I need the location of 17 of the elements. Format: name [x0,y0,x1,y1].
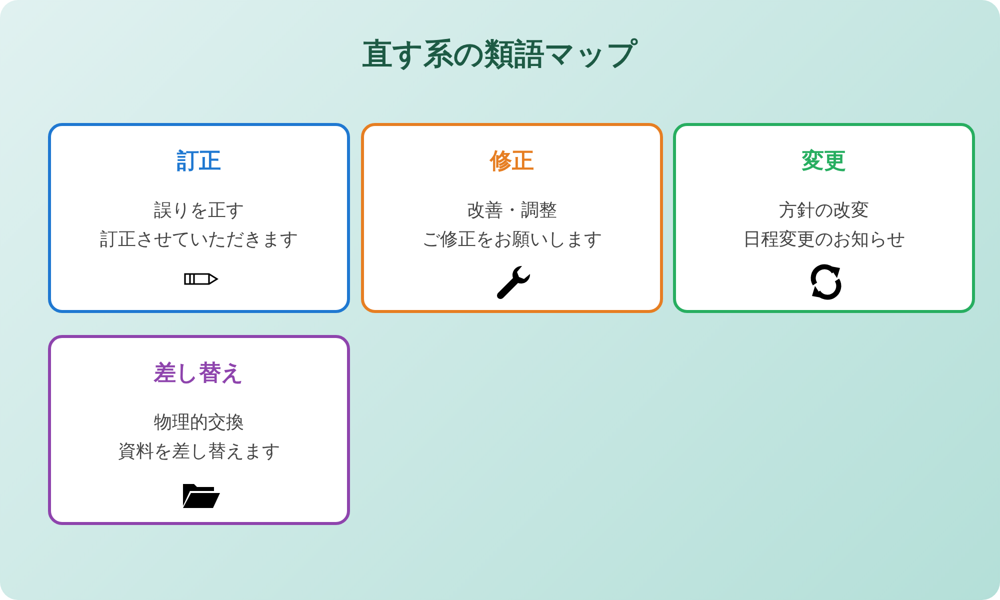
card-text: 改善・調整 [467,200,557,221]
card-text: 資料を差し替えます [118,441,280,462]
card-text: 誤りを正す [154,200,244,221]
synonym-card [48,335,350,525]
card-text: 訂正させていただきます [100,229,298,250]
card-text: ご修正をお願いします [422,229,602,250]
card-text: 方針の改変 [779,200,869,221]
synonym-card [361,123,663,313]
card-text: 日程変更のお知らせ [743,229,905,250]
card-heading: 差し替え [154,361,244,386]
card-heading: 修正 [490,149,534,174]
synonym-card [48,123,350,313]
card-text: 物理的交換 [154,412,244,433]
card-heading: 変更 [802,149,846,174]
card-heading: 訂正 [177,149,221,174]
diagram-title: 直す系の類語マップ [362,37,638,72]
synonym-card [673,123,975,313]
